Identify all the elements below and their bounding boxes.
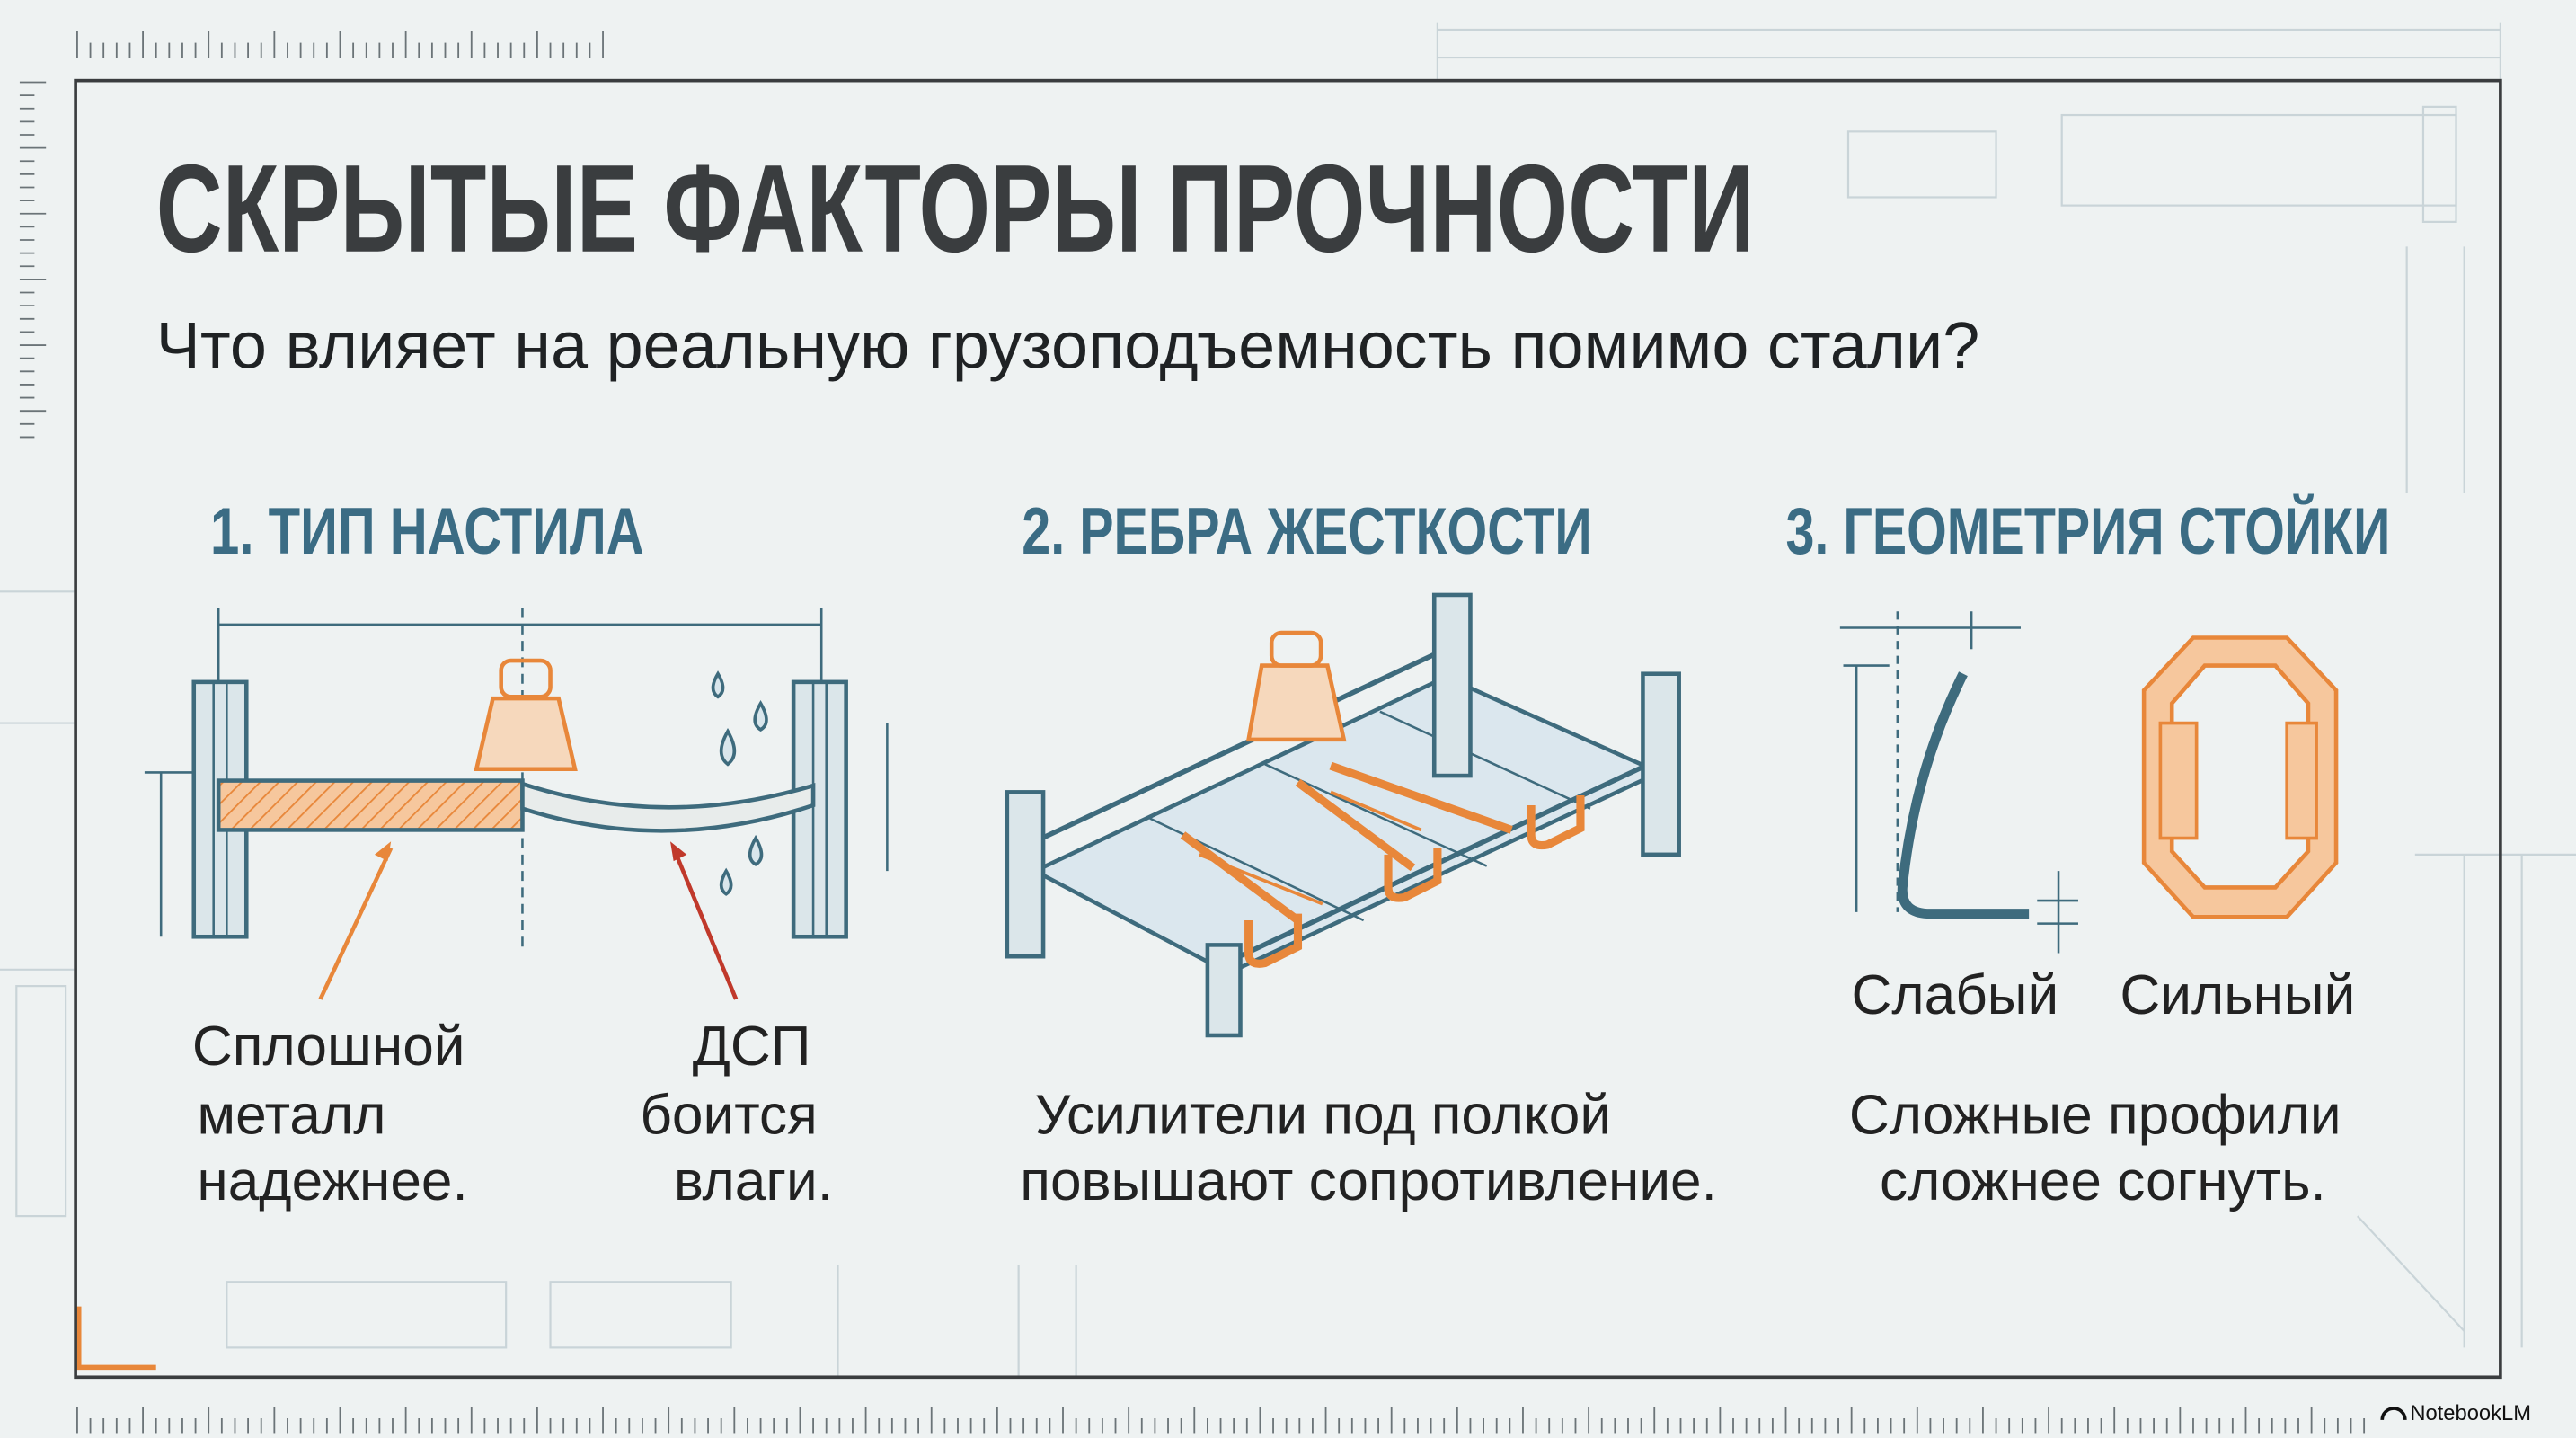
section-heading-decking: 1. ТИП НАСТИЛА (210, 495, 644, 568)
caption-stiffeners: Усилители под полкой повышают сопротивле… (1020, 1085, 1717, 1212)
page-subtitle: Что влияет на реальную грузоподъемность … (156, 310, 1980, 383)
weight-icon (474, 696, 578, 772)
label-particle-board: ДСП боится влаги. (640, 1016, 833, 1212)
bolt-icon (549, 1281, 732, 1349)
particle-board-deck (520, 781, 816, 833)
page-title: СКРЫТЫЕ ФАКТОРЫ ПРОЧНОСТИ (156, 139, 1755, 279)
post-geometry-diagram (1839, 611, 2339, 954)
pointer-arrow (671, 847, 739, 1000)
section-heading-geometry: 3. ГЕОМЕТРИЯ СТОЙКИ (1786, 494, 2391, 568)
ruler-bottom (76, 1407, 2366, 1434)
stiffener-ribs (1180, 761, 1585, 968)
direction-arrows (1199, 790, 1422, 906)
water-drops-icon (711, 670, 768, 896)
svg-text:NotebookLM: NotebookLM (2410, 1401, 2531, 1425)
bolt-icon (226, 1281, 508, 1349)
pointer-arrow (318, 847, 394, 1000)
notebooklm-logo-icon (2380, 1407, 2407, 1420)
stiffener-shelf-diagram (1005, 592, 1681, 1038)
weak-l-profile (1897, 671, 2030, 919)
solid-metal-deck (216, 778, 525, 832)
slide-frame (74, 78, 2502, 1380)
decking-diagram (144, 608, 889, 1000)
section-heading-ribs: 2. РЕБРА ЖЕСТКОСТИ (1022, 495, 1591, 568)
caption-geometry: Сложные профили сложнее согнуть. (1849, 1085, 2357, 1212)
ruler-top-left (76, 31, 604, 58)
label-strong: Сильный (2120, 964, 2355, 1026)
weight-icon (1245, 663, 1347, 742)
ruler-left (19, 81, 47, 439)
notebooklm-watermark: NotebookLM (2380, 1401, 2531, 1425)
rack-post (791, 679, 848, 939)
label-solid-metal: Сплошной металл надежнее. (192, 1016, 481, 1212)
label-weak: Слабый (1851, 964, 2058, 1026)
blueprint-decorations (0, 22, 2576, 1434)
bolt-icon (1846, 130, 1997, 199)
